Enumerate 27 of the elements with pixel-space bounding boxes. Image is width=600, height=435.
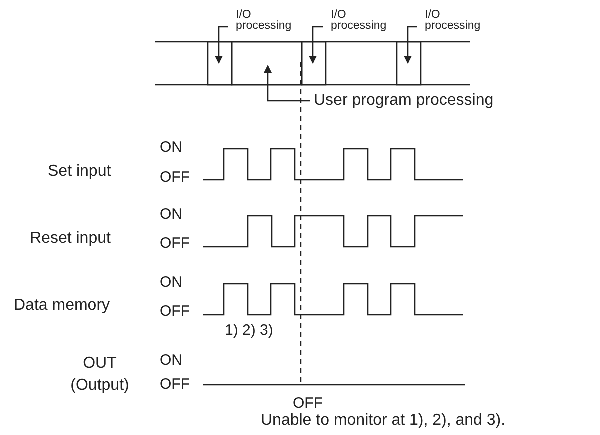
signal-name: Reset input: [30, 231, 111, 248]
state-label: ON: [160, 140, 182, 156]
io-processing-slot: [207, 41, 233, 86]
state-label: OFF: [293, 396, 323, 412]
state-label: OFF: [160, 170, 190, 186]
leader-arrow: [404, 26, 417, 64]
leader-arrow: [309, 26, 323, 64]
state-label: OFF: [160, 236, 190, 252]
point-marker: 1) 2) 3): [225, 323, 274, 339]
state-label: ON: [160, 207, 182, 223]
state-label: OFF: [160, 304, 190, 320]
callout-text: I/O processing: [331, 10, 393, 32]
callout-text: I/O processing: [236, 10, 298, 32]
leader-arrow: [215, 26, 228, 64]
io-processing-slot: [396, 41, 422, 86]
io-processing-slot: [301, 41, 327, 86]
signal-name: OUT (Output): [70, 354, 130, 396]
callout-text: I/O processing: [425, 10, 487, 32]
state-label: ON: [160, 275, 182, 291]
program-segment: [231, 41, 303, 86]
signal-name: Data memory: [14, 298, 110, 315]
leader-arrow: [264, 65, 310, 102]
annotation-text: User program processing: [314, 92, 494, 110]
note-text: Unable to monitor at 1), 2), and 3).: [261, 413, 506, 430]
state-label: OFF: [160, 377, 190, 393]
state-label: ON: [160, 353, 182, 369]
signal-name: Set input: [48, 164, 112, 181]
